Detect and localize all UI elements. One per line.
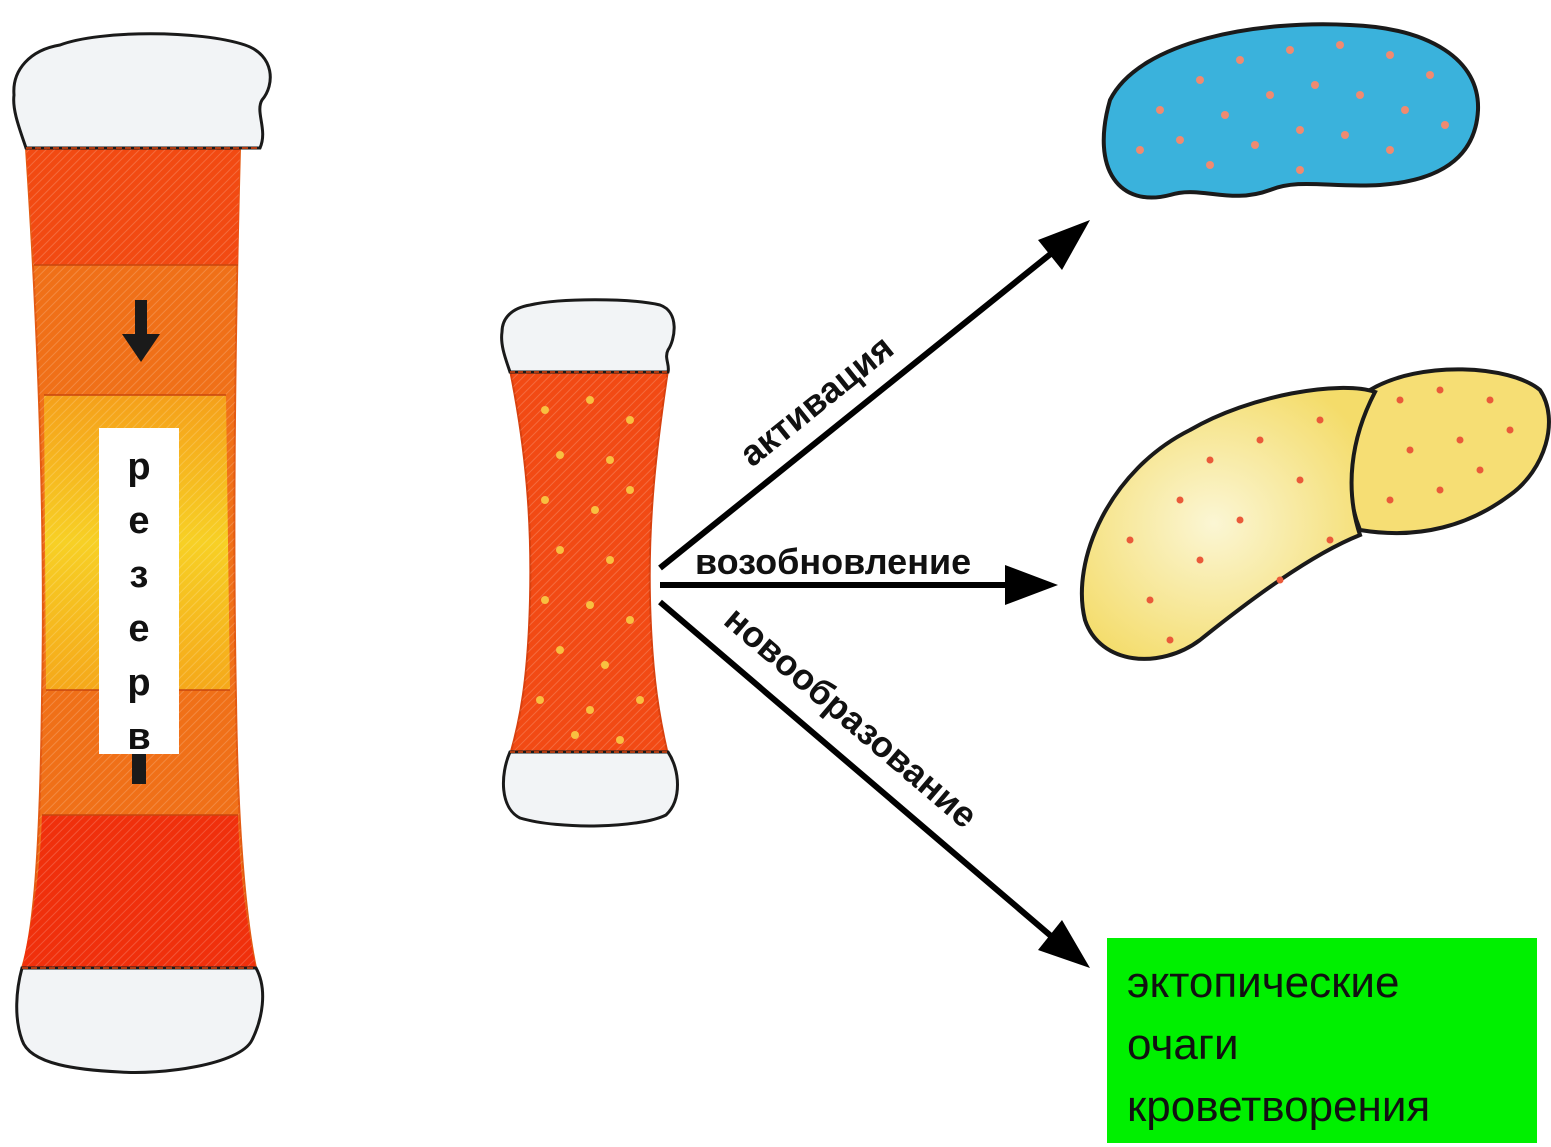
large-bone-epiphysis-top — [14, 34, 271, 148]
ectopic-line: эктопические — [1127, 956, 1399, 1010]
ectopic-foci-box: эктопические очаги кроветворения — [1107, 938, 1537, 1143]
liver-left-lobe — [1082, 388, 1375, 659]
ectopic-line: кроветворения — [1127, 1080, 1430, 1134]
small-bone-epiphysis-top — [502, 300, 675, 372]
spleen — [1104, 24, 1478, 197]
label-renewal: возобновление — [695, 541, 971, 582]
reserve-letter: з — [99, 548, 179, 602]
arrowhead-neoformation-icon — [1038, 920, 1090, 968]
liver — [1082, 369, 1549, 659]
reserve-letter: р — [99, 656, 179, 710]
arrow-activation — [660, 220, 1090, 568]
small-bone-epiphysis-bottom — [503, 752, 677, 826]
reserve-letter: в — [99, 710, 179, 764]
small-bone — [502, 300, 678, 826]
ectopic-line: очаги — [1127, 1018, 1239, 1072]
reserve-label-box: р е з е р в — [99, 428, 179, 754]
arrowhead-activation-icon — [1038, 220, 1090, 270]
reserve-letter: р — [99, 440, 179, 494]
arrowhead-renewal-icon — [1005, 565, 1058, 605]
label-activation: активация — [731, 327, 901, 475]
reserve-letter: е — [99, 494, 179, 548]
reserve-letter: е — [99, 602, 179, 656]
label-neoformation: новообразование — [717, 598, 986, 836]
liver-right-lobe — [1349, 369, 1549, 533]
large-bone-epiphysis-bottom — [17, 968, 263, 1073]
arrow-neoformation — [660, 602, 1090, 968]
